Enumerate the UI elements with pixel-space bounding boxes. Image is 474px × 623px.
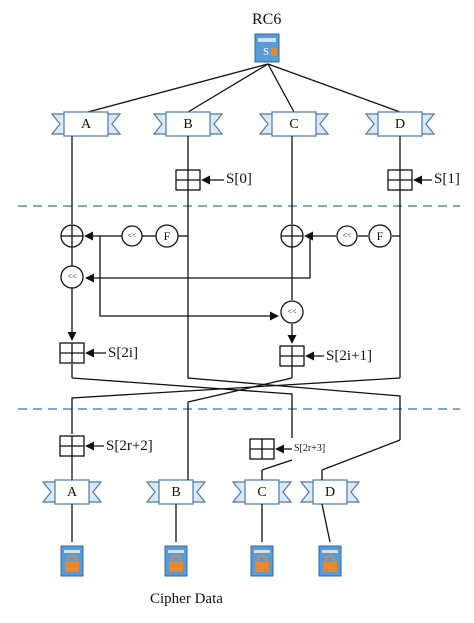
document-key-icon: S — [254, 33, 280, 63]
encrypted-document-icon — [164, 545, 188, 577]
register-box-d-bottom — [299, 479, 361, 505]
key-arrows — [85, 175, 432, 454]
adder-s2r2 — [59, 435, 85, 457]
rotate-node-left — [121, 225, 143, 247]
register-box-d-top — [364, 111, 436, 137]
adder-s0 — [175, 169, 201, 191]
register-d-bottom: D — [324, 485, 336, 500]
register-b-bottom: B — [171, 485, 181, 500]
register-c-top: C — [289, 117, 299, 132]
register-box-a-top — [50, 111, 122, 137]
diagram-title: RC6 — [252, 11, 282, 28]
adder-s2i1 — [279, 345, 305, 367]
f-label-right: F — [376, 229, 384, 243]
encrypted-document-icon — [250, 545, 274, 577]
xor-node-a — [60, 224, 84, 248]
xor-node-c — [280, 224, 304, 248]
register-c-bottom: C — [257, 485, 267, 500]
register-b-top: B — [183, 117, 193, 132]
f-label-left: F — [163, 229, 171, 243]
fanout-lines — [87, 63, 401, 113]
register-box-b-bottom — [145, 479, 207, 505]
register-box-c-top — [258, 111, 330, 137]
encrypted-document-icon — [60, 545, 84, 577]
key-s2i: S[2i] — [108, 345, 138, 361]
key-s0: S[0] — [226, 171, 252, 187]
rotate-node-right — [336, 225, 358, 247]
rotate-label-left: << — [127, 231, 137, 240]
register-box-b-top — [152, 111, 224, 137]
adder-s2i — [59, 342, 85, 364]
adder-s2r3 — [249, 438, 275, 460]
f-node-right — [368, 224, 392, 248]
rotate-label-c: << — [287, 307, 297, 316]
rotate-node-c — [280, 300, 304, 324]
key-s2r2: S[2r+2] — [106, 438, 153, 454]
rotate-node-a — [60, 265, 84, 289]
register-a-top: A — [80, 117, 92, 132]
cipher-data-caption: Cipher Data — [150, 591, 223, 607]
key-s2i1: S[2i+1] — [326, 348, 372, 364]
data-wires — [67, 136, 401, 543]
f-node-left — [155, 224, 179, 248]
register-box-a-bottom — [41, 479, 103, 505]
key-s2r3: S[2r+3] — [294, 443, 326, 454]
key-s1: S[1] — [434, 171, 460, 187]
rotate-label-right: << — [342, 231, 352, 240]
register-a-bottom: A — [66, 485, 78, 500]
svg-text:S: S — [263, 46, 269, 58]
register-d-top: D — [394, 117, 406, 132]
adder-s1 — [387, 169, 413, 191]
encrypted-document-icon — [318, 545, 342, 577]
rotate-label-a: << — [67, 272, 77, 281]
